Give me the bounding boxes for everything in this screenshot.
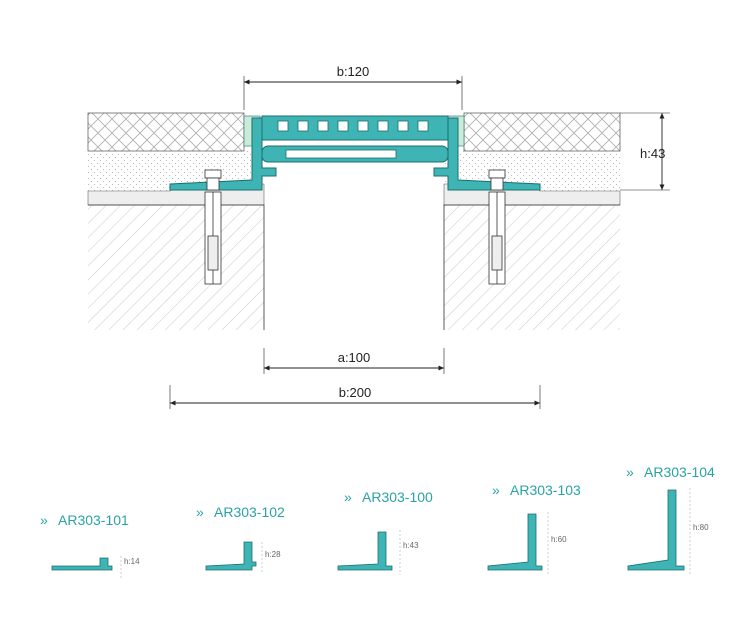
variant-102-height: h:28 (265, 550, 281, 559)
variant-101: » AR303-101 h:14 (40, 512, 140, 580)
variant-101-chevron-icon: » (40, 512, 48, 528)
variant-profile-shape (487, 513, 543, 571)
variant-101-height: h:14 (124, 557, 140, 566)
variant-profile-shape (337, 531, 393, 571)
variant-103: » AR303-103 h:60 (487, 482, 581, 575)
variant-104-height: h:80 (693, 523, 709, 532)
comb-bar (261, 115, 449, 141)
variant-profile-shape (205, 541, 257, 571)
left-anchor (204, 169, 222, 285)
dim-label-b-top: b:120 (337, 64, 370, 79)
variant-104-code: AR303-104 (644, 464, 715, 480)
dim-label-a: a:100 (338, 350, 371, 365)
left-substrate (87, 112, 265, 330)
variant-100-height: h:43 (403, 541, 419, 550)
right-substrate (443, 112, 621, 330)
variant-104: » AR303-104 h:80 (626, 464, 715, 575)
dim-label-b-bottom: b:200 (339, 385, 372, 400)
dim-label-h: h:43 (640, 146, 665, 161)
variant-102-code: AR303-102 (214, 504, 285, 520)
variant-104-chevron-icon: » (626, 464, 634, 480)
dimension-a: a:100 (263, 348, 445, 374)
variant-102: » AR303-102 h:28 (196, 504, 285, 572)
variant-100-code: AR303-100 (362, 489, 433, 505)
dimension-b-bottom: b:200 (169, 385, 541, 409)
variant-103-height: h:60 (551, 535, 567, 544)
variant-100-chevron-icon: » (344, 489, 352, 505)
variant-100: » AR303-100 h:43 (337, 489, 433, 575)
variant-102-chevron-icon: » (196, 504, 204, 520)
dimension-h: h:43 (620, 112, 670, 191)
variant-103-code: AR303-103 (510, 482, 581, 498)
variant-profile-shape (627, 489, 685, 571)
left-profile (169, 117, 277, 191)
variant-profile-shape (51, 557, 113, 571)
joint-profile (169, 115, 541, 191)
right-anchor (488, 169, 506, 285)
variant-103-chevron-icon: » (492, 482, 500, 498)
dimension-b-top: b:120 (243, 64, 463, 110)
right-profile (433, 117, 541, 191)
variant-101-code: AR303-101 (58, 512, 129, 528)
